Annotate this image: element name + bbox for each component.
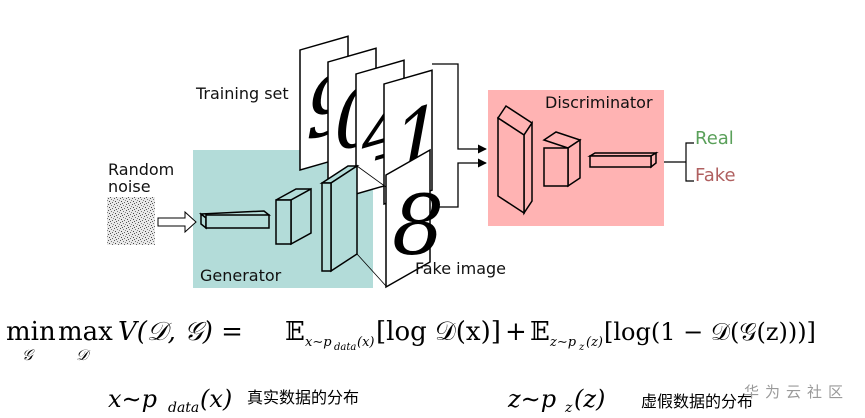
x-distribution-sub: data <box>168 400 199 416</box>
x-distribution-arg: (x) <box>200 385 232 413</box>
min-operator: min <box>6 317 56 347</box>
discriminator-label: Discriminator <box>545 93 653 112</box>
training-connector <box>432 63 487 154</box>
z-distribution-sub: z <box>564 400 573 416</box>
max-operator: max <box>58 317 113 347</box>
expectation-subscript: x∼p <box>305 335 332 350</box>
fake-image-label: Fake image <box>415 259 506 278</box>
watermark: 华为云社区 <box>744 383 849 401</box>
real-label: Real <box>695 128 734 149</box>
fake-digit: 8 <box>392 179 444 274</box>
max-subscript: 𝒟 <box>76 346 91 364</box>
expectation-subscript: (z) <box>586 335 603 350</box>
fake-label: Fake <box>695 165 736 186</box>
expectation-subscript: data <box>334 342 356 353</box>
generator-layer <box>198 210 272 230</box>
expectation-symbol: 𝔼 <box>530 317 550 347</box>
expectation-subscript: z∼p <box>549 335 577 350</box>
output-bracket <box>685 142 694 182</box>
x-distribution: x∼p <box>108 385 157 413</box>
distribution-definitions: x∼p data (x) 真实数据的分布 z∼p z (z) 虚假数据的分布 <box>108 385 753 416</box>
fake-connector <box>432 158 487 208</box>
generator-label: Generator <box>200 266 282 285</box>
discriminator-layer <box>542 131 582 188</box>
noise-patch <box>107 197 155 245</box>
formula-plus: + <box>505 317 527 347</box>
z-distribution-arg: (z) <box>574 385 605 413</box>
random-noise-label: noise <box>108 177 151 196</box>
formula-term-fake: [log(1 − 𝒟(𝒢(z)))] <box>604 318 816 346</box>
objective-formula: min 𝒢 max 𝒟 V(𝒟, 𝒢) = 𝔼 x∼p data (x) [lo… <box>6 317 816 364</box>
min-subscript: 𝒢 <box>22 346 35 364</box>
expectation-subscript: (x) <box>357 335 374 350</box>
z-distribution: z∼p <box>507 385 556 413</box>
expectation-subscript: z <box>578 342 585 353</box>
discriminator-layer <box>496 104 534 216</box>
training-set-label: Training set <box>195 84 289 103</box>
generator-layer <box>275 187 312 246</box>
noise-arrow <box>157 210 197 234</box>
fake-image-card: 8 <box>356 148 444 289</box>
formula-lhs: V(𝒟, 𝒢) = <box>118 317 243 347</box>
z-distribution-desc: 虚假数据的分布 <box>641 392 753 411</box>
expectation-symbol: 𝔼 <box>285 317 305 347</box>
random-noise-label: Random <box>108 160 174 179</box>
discriminator-layer <box>587 151 659 169</box>
x-distribution-desc: 真实数据的分布 <box>247 388 359 407</box>
formula-term-real: [log 𝒟(x)] <box>376 317 501 347</box>
generator-layer <box>319 164 360 273</box>
